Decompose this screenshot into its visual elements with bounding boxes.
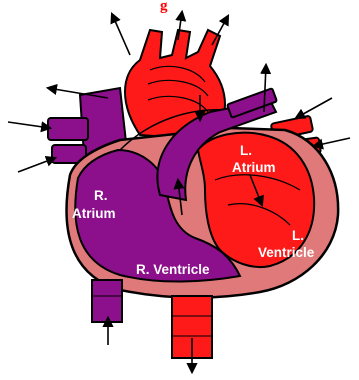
- left-ventricle-label-line2: Ventricle: [258, 245, 315, 260]
- right-ventricle-label: R. Ventricle: [136, 262, 210, 277]
- left-ventricle-label-line1: L.: [292, 228, 304, 243]
- left-atrium-label-line2: Atrium: [232, 160, 276, 175]
- right-atrium-label-line1: R.: [94, 188, 108, 203]
- inferior-vena-cava: [92, 280, 122, 322]
- left-atrium-label-line1: L.: [240, 143, 252, 158]
- caption-fragment: g: [160, 0, 168, 14]
- right-atrium-label-line2: Atrium: [72, 206, 116, 221]
